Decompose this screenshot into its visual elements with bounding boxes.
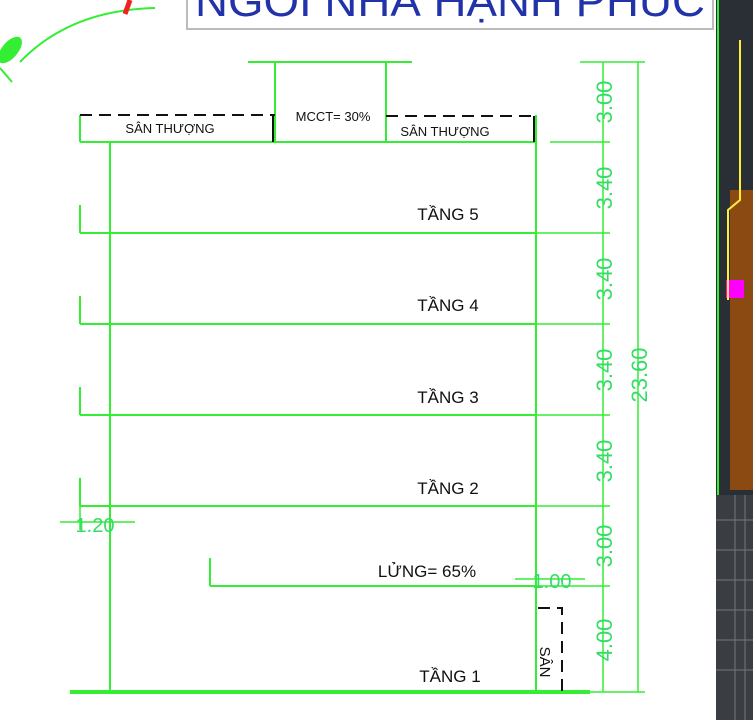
stair-label: MCCT= 30% [296, 109, 371, 124]
dim-floor2: 3.40 [592, 440, 617, 483]
dim-floor5: 3.40 [592, 167, 617, 210]
floor2-label: TẦNG 2 [417, 479, 478, 498]
roof-right-label: SÂN THƯỢNG [400, 124, 489, 139]
mezzanine-label: LỬNG= 65% [378, 562, 476, 581]
drawing-title: NGÔI NHÀ HẠNH PHÚC [195, 0, 705, 26]
roof-parapet [80, 114, 563, 692]
dim-floor4: 3.40 [592, 258, 617, 301]
dim-floor3: 3.40 [592, 349, 617, 392]
floor1-label: TẦNG 1 [419, 667, 480, 686]
dim-floor1: 4.00 [592, 619, 617, 662]
floor4-label: TẦNG 4 [417, 296, 478, 315]
dim-total: 23.60 [627, 347, 652, 402]
cad-side-panel [716, 0, 753, 720]
roof-left-label: SÂN THƯỢNG [125, 121, 214, 136]
title-block: NGÔI NHÀ HẠNH PHÚC [186, 0, 714, 30]
dimension-lines [60, 61, 645, 693]
compass-fragment [0, 0, 156, 83]
floor3-label: TẦNG 3 [417, 388, 478, 407]
floor5-label: TẦNG 5 [417, 205, 478, 224]
building-section [70, 61, 590, 694]
dim-left-setback: 1.20 [76, 515, 115, 537]
dim-right-setback: 1.00 [533, 571, 572, 593]
dim-stair: 3.00 [592, 81, 617, 124]
yard-label: SÂN [536, 647, 553, 678]
dim-mezzanine: 3.00 [592, 525, 617, 568]
